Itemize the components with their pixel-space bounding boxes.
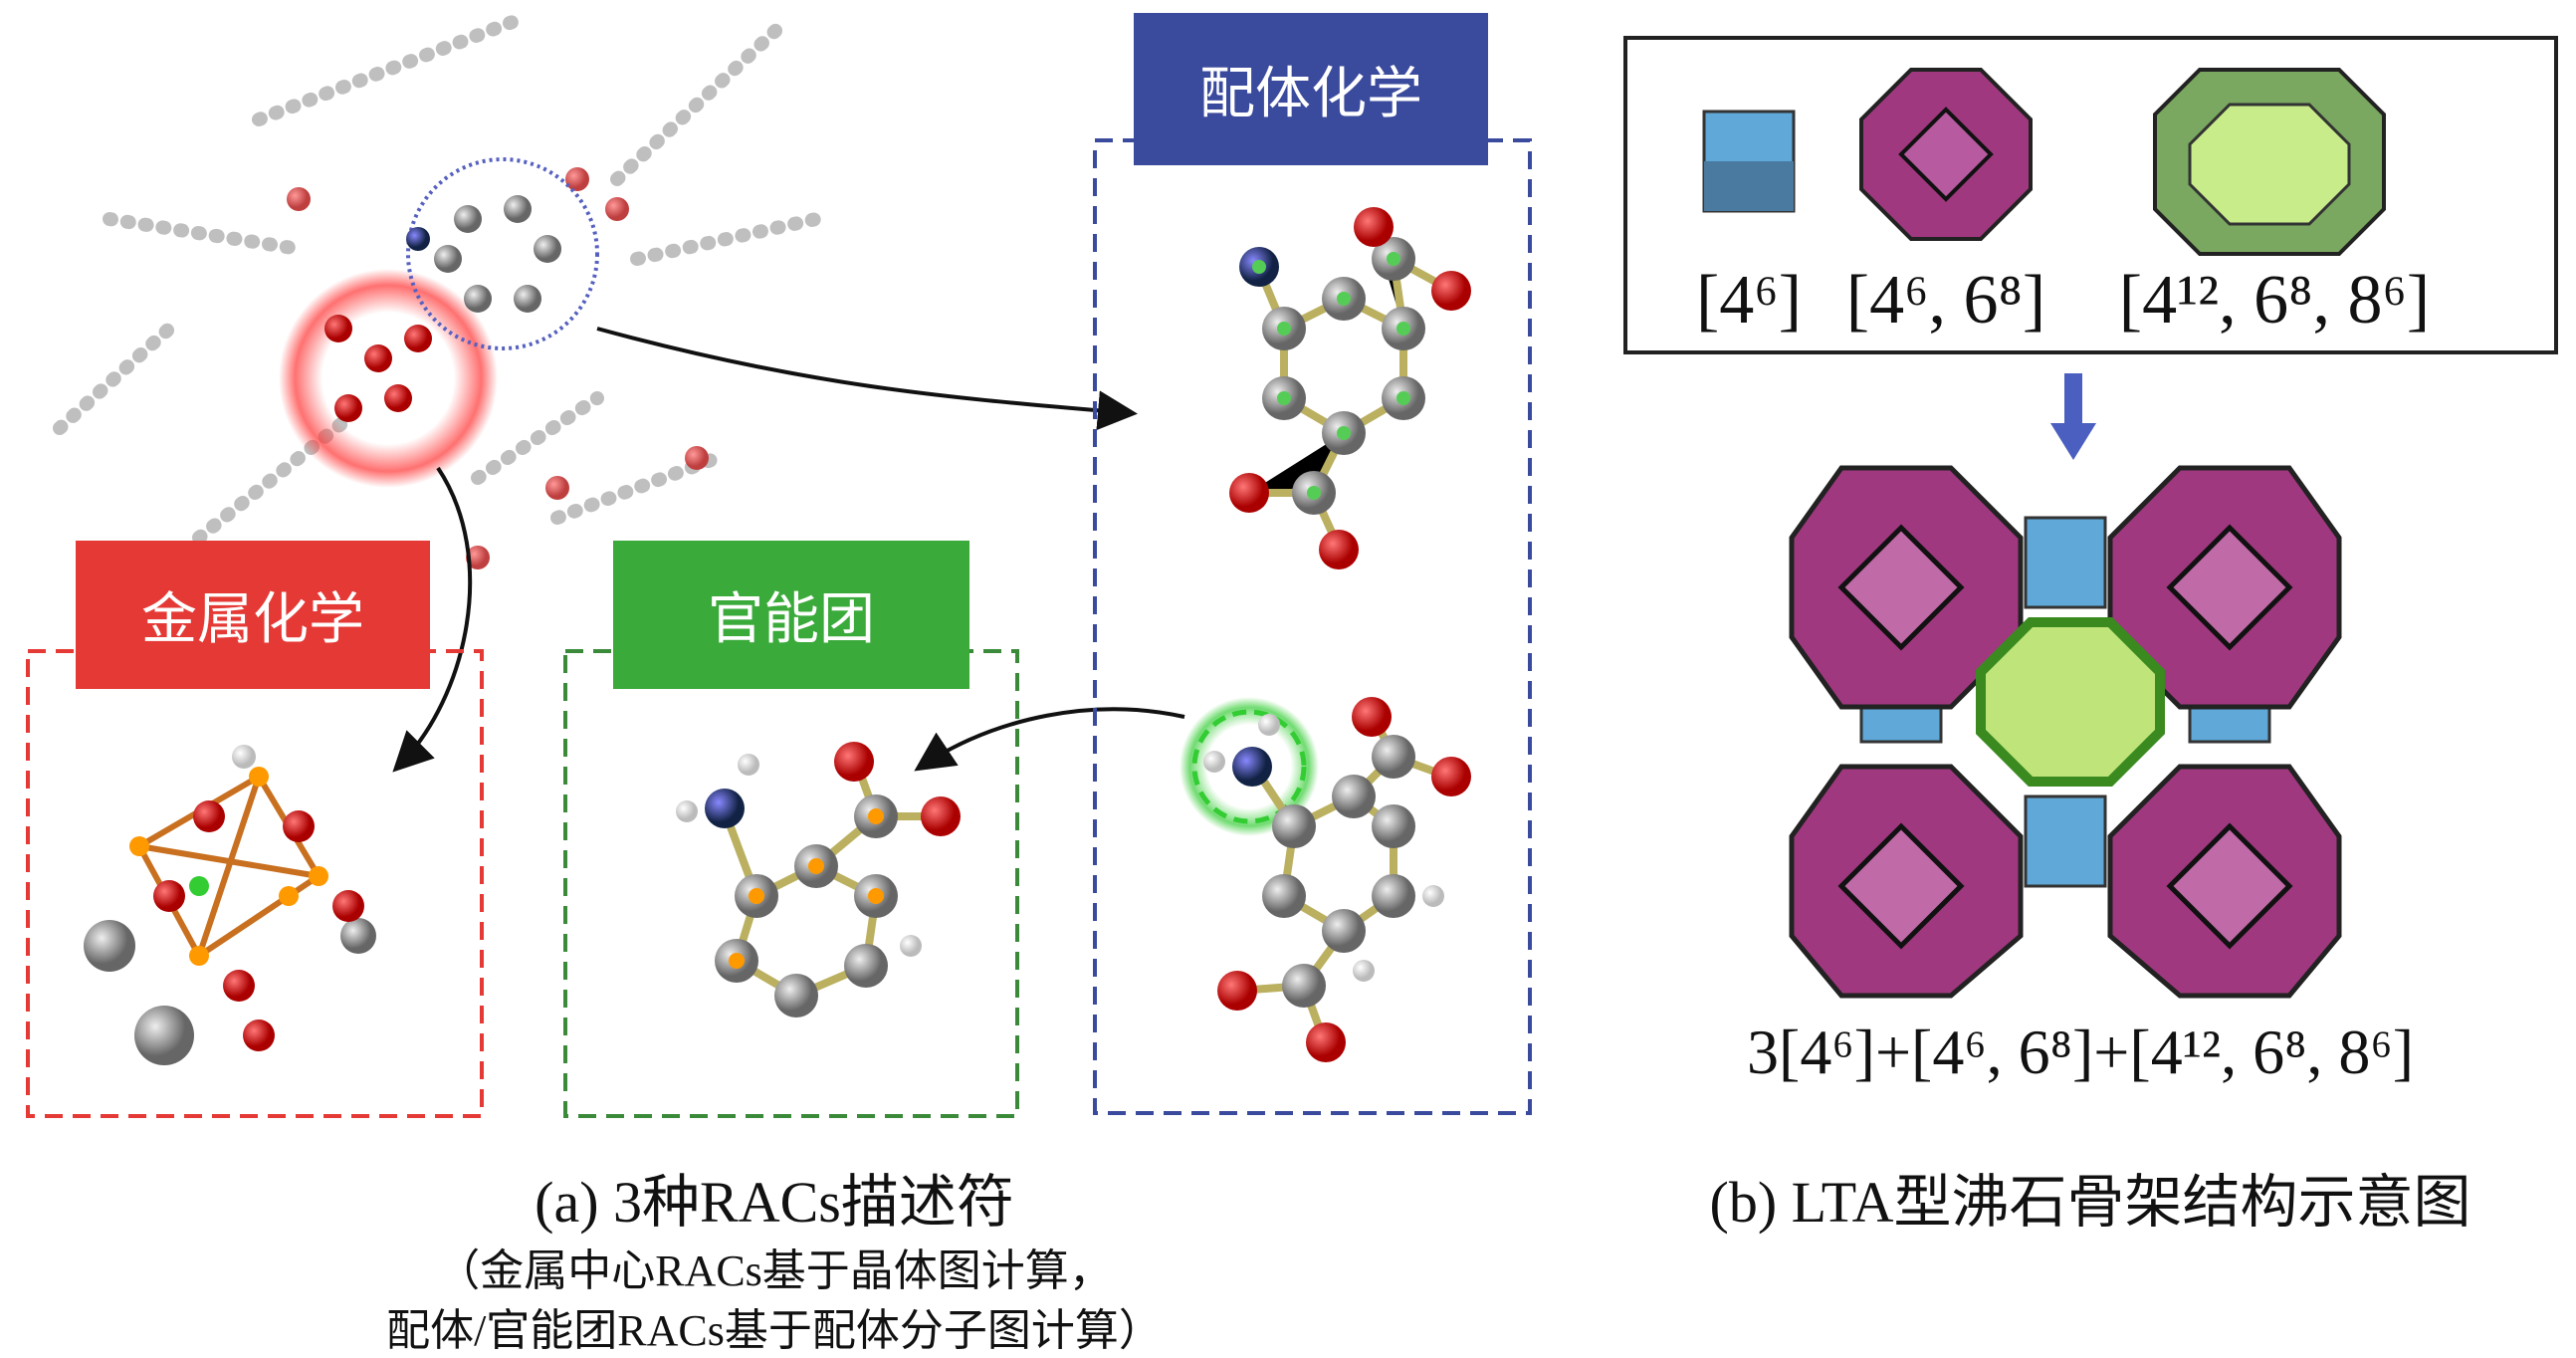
alpha-cage-icon [2153, 68, 2386, 256]
caption-a-note-line1: （金属中心RACs基于晶体图计算， [436, 1246, 1113, 1295]
metal-cluster [84, 745, 376, 1065]
sodalite-cage-icon [1859, 68, 2033, 241]
ligand-molecule-2 [1203, 697, 1471, 1062]
arrow-to-metal [392, 466, 473, 773]
caption-a: (a) 3种RACs描述符 [535, 1170, 1014, 1235]
lta-framework [1789, 465, 2342, 999]
d4r-cage-icon [1702, 110, 1796, 213]
functional-group-label: 官能团 [613, 541, 969, 689]
functional-group-molecule [676, 742, 961, 1018]
functional-group-box [563, 649, 1019, 1118]
down-arrow-icon [2050, 423, 2096, 460]
cage-label-d4r: [4⁶] [1695, 262, 1803, 339]
caption-b: (b) LTA型沸石骨架结构示意图 [1709, 1170, 2471, 1235]
mof-framework-image [53, 13, 823, 569]
arrow-to-functional-group [914, 707, 1185, 772]
ligand-molecule [1229, 207, 1471, 569]
caption-a-note-line2: 配体/官能团RACs基于配体分子图计算） [386, 1306, 1163, 1355]
metal-chemistry-label: 金属化学 [76, 541, 430, 689]
ligand-highlight [406, 157, 599, 350]
ligand-box [1093, 138, 1532, 1115]
cage-label-alpha: [4¹², 6⁸, 8⁶] [2118, 262, 2431, 339]
ligand-chemistry-label: 配体化学 [1134, 13, 1488, 165]
cage-label-sodalite: [4⁶, 6⁸] [1845, 262, 2046, 339]
arrow-to-ligand [596, 327, 1138, 431]
lta-formula: 3[4⁶]+[4⁶, 6⁸]+[4¹², 6⁸, 8⁶] [1747, 1017, 2414, 1087]
